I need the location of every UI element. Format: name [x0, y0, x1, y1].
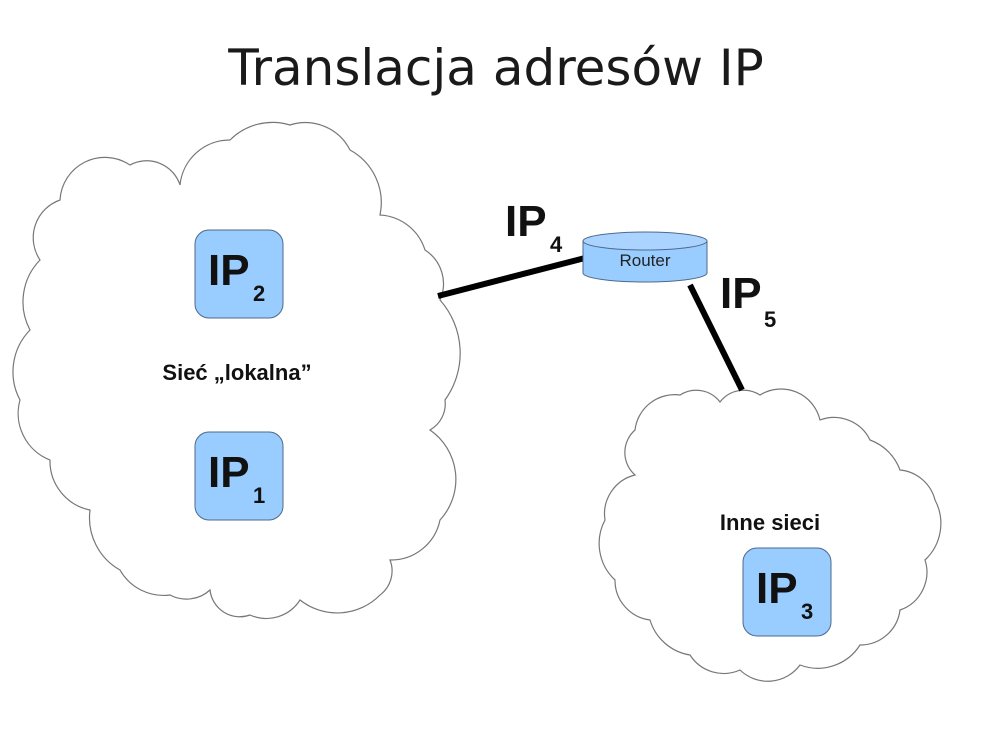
cloud-other-networks: [598, 388, 942, 682]
cloud-local-network: [12, 121, 461, 620]
link-router-other: [687, 283, 745, 392]
svg-text:5: 5: [764, 307, 776, 332]
svg-text:4: 4: [550, 232, 563, 257]
svg-text:1: 1: [253, 483, 265, 508]
svg-text:IP: IP: [756, 564, 798, 613]
svg-text:IP: IP: [505, 197, 547, 246]
host-ip3[interactable]: IP 3: [742, 547, 832, 637]
svg-text:3: 3: [801, 599, 813, 624]
link-label-ip5: IP 5: [720, 269, 776, 332]
page-title: Translacja adresów IP: [227, 39, 764, 97]
host-ip2[interactable]: IP 2: [194, 229, 284, 319]
svg-text:2: 2: [253, 281, 265, 306]
local-network-label: Sieć „lokalna”: [162, 360, 311, 385]
link-label-ip4: IP 4: [505, 197, 563, 257]
svg-text:IP: IP: [720, 269, 762, 318]
other-networks-label: Inne sieci: [720, 510, 820, 535]
link-local-router: [437, 255, 586, 299]
host-ip1[interactable]: IP 1: [194, 431, 284, 521]
svg-text:IP: IP: [208, 246, 250, 295]
svg-text:IP: IP: [208, 448, 250, 497]
router-label: Router: [619, 251, 670, 270]
router[interactable]: Router: [582, 231, 708, 283]
